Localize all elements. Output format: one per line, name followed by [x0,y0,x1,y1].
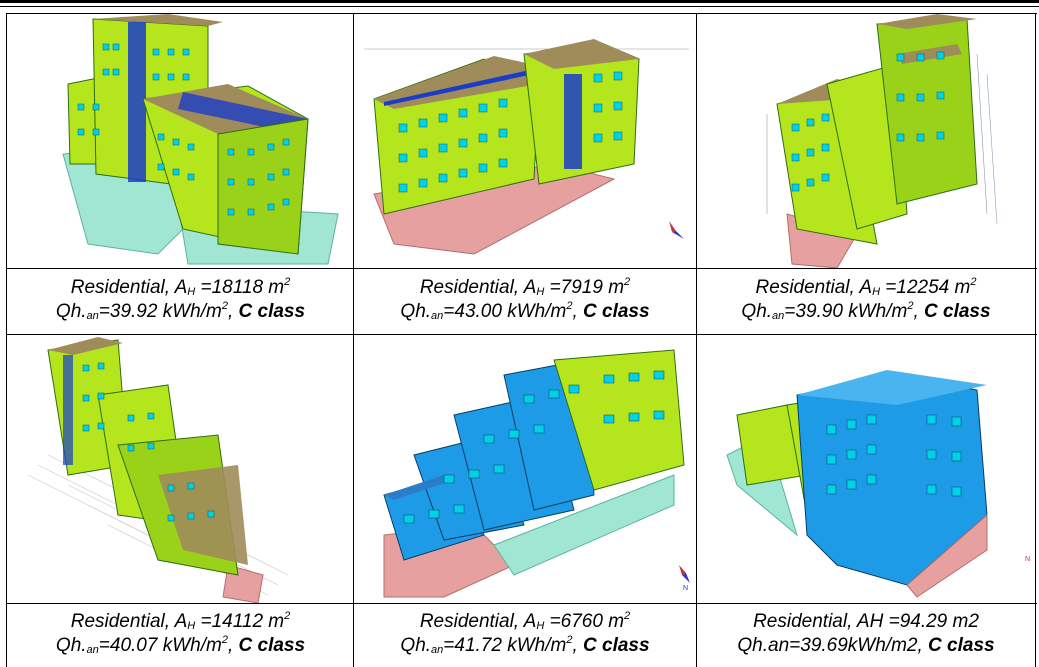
caption-sub: H [536,286,545,298]
caption-area: =7919 m [544,277,625,298]
caption-energy: =43.00 kWh/m [443,301,567,322]
table-border-top [7,13,1037,14]
caption-q: Qh. [741,301,773,322]
energy-class: C class [924,301,991,322]
energy-class: C class [583,301,650,322]
caption-4: Residential, AH =14112 m2 Qh.an=40.07 kW… [8,610,353,667]
caption-energy: Qh.an=39.69kWh/m2, [737,635,929,656]
caption-sub: an [431,644,444,656]
caption-sub: H [187,620,196,632]
energy-class: C class [583,635,650,656]
caption-sup: 2 [624,610,631,622]
header-rule [0,0,1039,3]
row-divider [7,268,1037,269]
caption-sup: 2 [624,276,631,288]
caption-q: Qh. [400,301,432,322]
caption-area: =18118 m [195,277,285,298]
energy-class: C class [238,635,306,656]
caption-type: Residential, A [419,611,537,632]
building-image-6: N [697,335,1035,603]
caption-energy: =40.07 kWh/m [98,635,222,656]
compass-label: N [683,585,688,592]
energy-class: C class [928,635,995,656]
caption-sub: H [536,620,545,632]
caption-type: Residential, A [419,277,537,298]
caption-sep: , [913,301,925,322]
caption-2: Residential, AH =7919 m2 Qh.an=43.00 kWh… [354,276,696,334]
table-border-right [1035,13,1036,667]
caption-q: Qh. [400,635,432,656]
caption-sub: an [772,310,785,322]
column-divider [696,13,697,667]
caption-sup: 2 [566,300,573,312]
caption-6: Residential, AH =94.29 m2 Qh.an=39.69kWh… [697,610,1035,667]
row-divider [7,603,1037,604]
caption-line-1: Residential, AH =94.29 m2 [753,611,979,632]
caption-area: =12254 m [880,277,971,298]
caption-energy: =41.72 kWh/m [443,635,567,656]
caption-sup: 2 [284,276,291,288]
caption-sup: 2 [221,634,228,646]
building-image-3 [697,14,1035,268]
caption-sub: an [86,644,99,656]
caption-q: Qh. [55,635,87,656]
caption-sup: 2 [566,634,573,646]
caption-sub: H [187,286,196,298]
caption-q: Qh. [55,301,87,322]
caption-sup: 2 [221,300,228,312]
caption-sup: 2 [970,276,977,288]
caption-5: Residential, AH =6760 m2 Qh.an=41.72 kWh… [354,610,696,667]
caption-sup: 2 [284,610,291,622]
caption-type: Residential, A [70,611,188,632]
building-image-5: N [354,335,696,603]
caption-sep: , [572,301,584,322]
caption-type: Residential, A [755,277,873,298]
building-image-2 [354,14,696,268]
energy-class: C class [238,301,306,322]
caption-3: Residential, AH =12254 m2 Qh.an=39.90 kW… [697,276,1035,334]
caption-sub: an [431,310,444,322]
buildings-table: Residential, AH =18118 m2 Qh.an=39.92 kW… [6,13,1037,667]
caption-energy: =39.90 kWh/m [784,301,908,322]
building-image-1 [8,14,353,268]
caption-sup: 2 [907,300,914,312]
compass-label: N [1025,556,1030,563]
row-divider [7,334,1037,335]
caption-sep: , [572,635,584,656]
caption-1: Residential, AH =18118 m2 Qh.an=39.92 kW… [8,276,353,334]
header-rule-thin [0,6,1039,7]
caption-type: Residential, A [70,277,188,298]
caption-area: =14112 m [195,611,285,632]
caption-sep: , [227,635,239,656]
caption-area: =6760 m [544,611,625,632]
caption-sub: H [872,286,881,298]
building-image-4 [8,335,353,603]
caption-sub: an [86,310,99,322]
caption-sep: , [227,301,239,322]
caption-energy: =39.92 kWh/m [98,301,222,322]
column-divider [353,13,354,667]
